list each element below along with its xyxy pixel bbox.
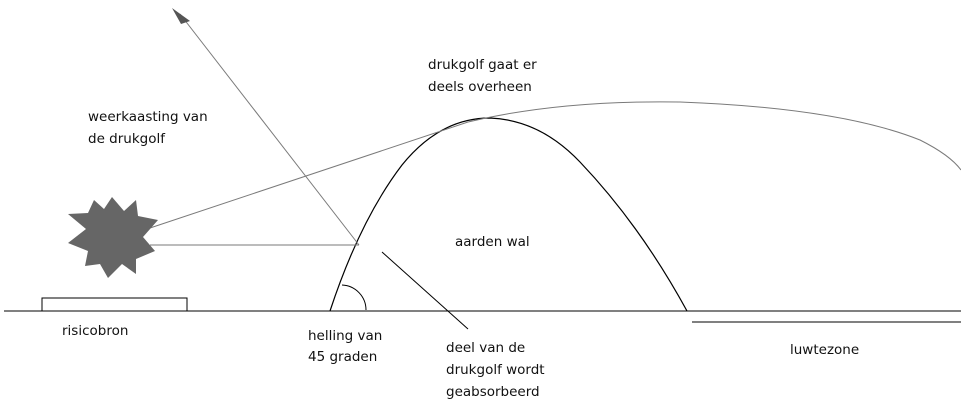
reflection-label-line2: de drukgolf — [88, 131, 166, 147]
absorption-pointer-line — [381, 251, 469, 330]
slope-label-line2: 45 graden — [308, 349, 377, 365]
over-label-line1: drukgolf gaat er — [428, 57, 537, 73]
slope-label-line1: helling van — [308, 328, 382, 344]
risk-source-label: risicobron — [62, 323, 128, 339]
slope-angle-arc-icon — [341, 284, 367, 311]
overpass-wave-curve — [149, 101, 961, 229]
absorbed-label-line1: deel van de — [446, 340, 525, 356]
reflection-label-line1: weerkaasting van — [88, 109, 208, 125]
embankment-label: aarden wal — [455, 234, 530, 250]
embankment-curve — [329, 117, 688, 312]
risk-source-box — [41, 297, 188, 312]
reflection-arrowhead-icon — [172, 8, 190, 24]
absorbed-label-line2: drukgolf wordt — [446, 362, 545, 378]
lee-zone-label: luwtezone — [790, 342, 859, 358]
reflection-arrow-line — [179, 13, 360, 246]
explosion-star-icon — [68, 197, 158, 278]
over-label-line2: deels overheen — [428, 79, 532, 95]
absorbed-label-line3: geabsorbeerd — [446, 384, 540, 400]
